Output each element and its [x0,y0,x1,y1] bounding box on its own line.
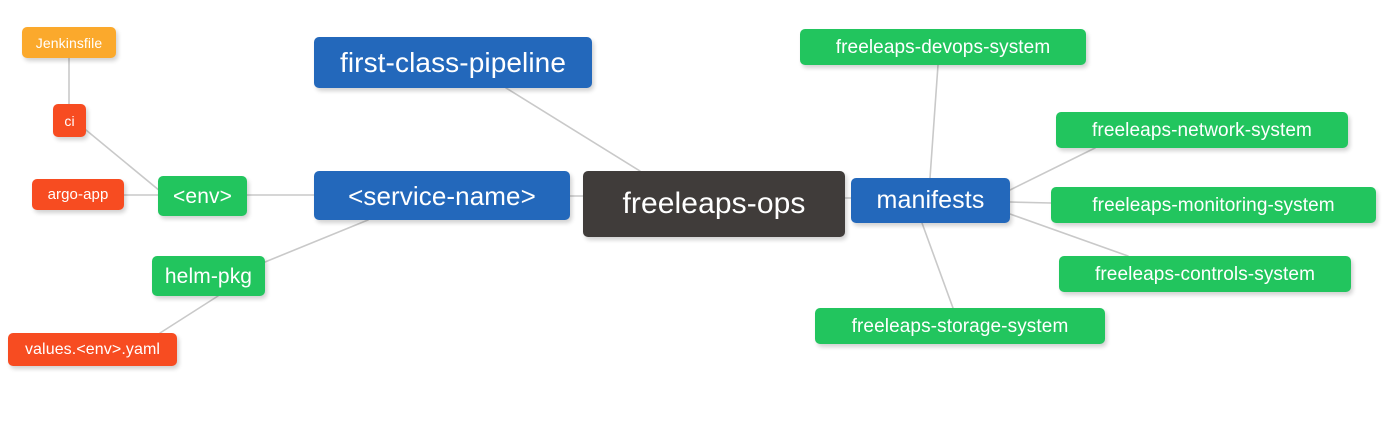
node-jenkinsfile[interactable]: Jenkinsfile [22,27,116,58]
node-freeleaps-monitoring-system[interactable]: freeleaps-monitoring-system [1051,187,1376,223]
node-freeleaps-storage-system[interactable]: freeleaps-storage-system [815,308,1105,344]
node-argo-app[interactable]: argo-app [32,179,124,210]
node-env[interactable]: <env> [158,176,247,216]
node-service-name[interactable]: <service-name> [314,171,570,220]
node-freeleaps-controls-system[interactable]: freeleaps-controls-system [1059,256,1351,292]
node-ci[interactable]: ci [53,104,86,137]
node-values-env-yaml[interactable]: values.<env>.yaml [8,333,177,366]
node-first-class-pipeline[interactable]: first-class-pipeline [314,37,592,88]
node-freeleaps-network-system[interactable]: freeleaps-network-system [1056,112,1348,148]
node-manifests[interactable]: manifests [851,178,1010,223]
node-freeleaps-ops-root[interactable]: freeleaps-ops [583,171,845,237]
node-freeleaps-devops-system[interactable]: freeleaps-devops-system [800,29,1086,65]
node-helm-pkg[interactable]: helm-pkg [152,256,265,296]
